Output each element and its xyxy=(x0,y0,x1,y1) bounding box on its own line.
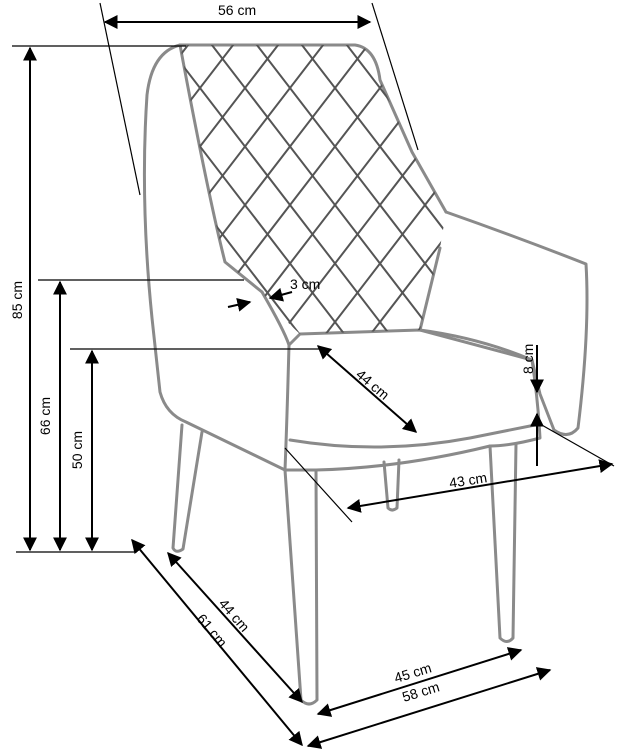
label-overall-height: 85 cm xyxy=(9,281,25,319)
quilted-pattern xyxy=(180,45,446,334)
width-extension-left xyxy=(99,2,141,196)
label-arm-thickness: 3 cm xyxy=(290,276,320,292)
label-seat-depth: 44 cm xyxy=(353,366,392,403)
width-extension-right xyxy=(371,2,419,151)
arm-thickness-arrow-right xyxy=(268,287,293,302)
seat-width-extension-right xyxy=(539,423,615,467)
front-right-leg xyxy=(488,442,518,643)
overall-depth-line xyxy=(131,538,303,747)
leg-width-line xyxy=(316,647,523,717)
back-left-leg xyxy=(171,423,204,553)
label-seat-height: 50 cm xyxy=(69,431,85,469)
seat-width-extension-left xyxy=(284,447,353,523)
label-overall-width: 56 cm xyxy=(218,2,256,18)
front-left-leg xyxy=(283,468,319,706)
overall-width-bottom-line xyxy=(306,667,552,749)
seat-depth-line xyxy=(316,345,418,433)
right-arm-inner xyxy=(418,246,442,332)
label-seat-width: 43 cm xyxy=(448,469,488,491)
seat-front-edge xyxy=(288,422,542,449)
right-arm xyxy=(418,210,589,436)
backrest-top xyxy=(178,43,448,214)
backrest-left-edge xyxy=(178,43,264,294)
label-arm-above-seat: 8 cm xyxy=(520,344,536,374)
dimension-labels: 56 cm 85 cm 66 cm 50 cm 3 cm 44 cm 8 cm … xyxy=(9,2,536,705)
label-armrest-height: 66 cm xyxy=(37,397,53,435)
dimension-lines xyxy=(12,2,615,749)
arm-thickness-arrow-left xyxy=(227,297,252,312)
seat-width-line xyxy=(346,459,614,513)
